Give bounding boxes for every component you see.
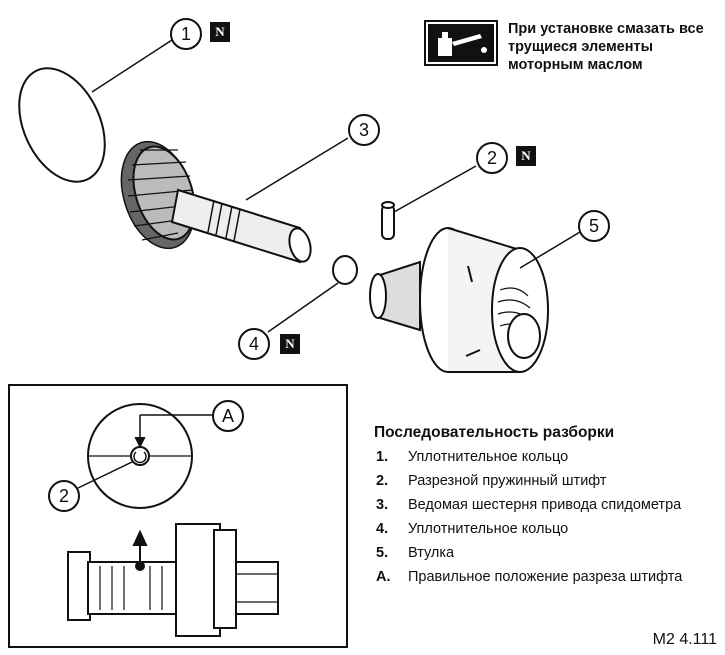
inset-detail-drawing (67, 403, 279, 637)
legend-item: 3. Ведомая шестерня привода спидометра (374, 496, 719, 514)
inset-callout-2: 2 (48, 480, 80, 512)
driven-gear-part-3 (120, 140, 312, 264)
legend-text: Ведомая шестерня привода спидометра (408, 497, 682, 513)
spring-pin-part-2 (381, 201, 395, 240)
disassembly-legend: Последовательность разборки 1. Уплотните… (374, 424, 719, 592)
inset-callout-a: A (212, 400, 244, 432)
new-part-badge-4: N (280, 334, 300, 354)
legend-item: 4. Уплотнительное кольцо (374, 520, 719, 538)
lubrication-note: При установке смазать все трущиеся элеме… (508, 21, 704, 73)
callout-3: 3 (348, 114, 380, 146)
legend-item: 5. Втулка (374, 544, 719, 562)
legend-text: Правильное положение разреза штифта (408, 569, 683, 585)
legend-text: Уплотнительное кольцо (408, 449, 569, 465)
oil-can-icon (424, 20, 498, 66)
new-part-badge-2: N (516, 146, 536, 166)
legend-list: 1. Уплотнительное кольцо 2. Разрезной пр… (374, 448, 719, 586)
legend-key: 5. (376, 545, 389, 561)
legend-item: A. Правильное положение разреза штифта (374, 568, 719, 586)
legend-key: 4. (376, 521, 389, 537)
legend-text: Уплотнительное кольцо (408, 521, 569, 537)
o-ring-part-4 (332, 255, 358, 285)
o-ring-part-1 (18, 67, 106, 183)
legend-item: 1. Уплотнительное кольцо (374, 448, 719, 466)
legend-text: Разрезной пружинный штифт (408, 473, 607, 489)
callout-2: 2 (476, 142, 508, 174)
inset-detail-frame (8, 384, 348, 648)
legend-text: Втулка (408, 545, 455, 561)
legend-key: A. (376, 569, 391, 585)
legend-title: Последовательность разборки (374, 424, 615, 441)
figure-id: M2 4.111 (652, 631, 717, 648)
legend-key: 1. (376, 449, 389, 465)
legend-key: 3. (376, 497, 389, 513)
new-part-badge-1: N (210, 22, 230, 42)
legend-key: 2. (376, 473, 389, 489)
callout-4: 4 (238, 328, 270, 360)
callout-5: 5 (578, 210, 610, 242)
bush-part-5 (369, 227, 549, 373)
legend-item: 2. Разрезной пружинный штифт (374, 472, 719, 490)
callout-1: 1 (170, 18, 202, 50)
